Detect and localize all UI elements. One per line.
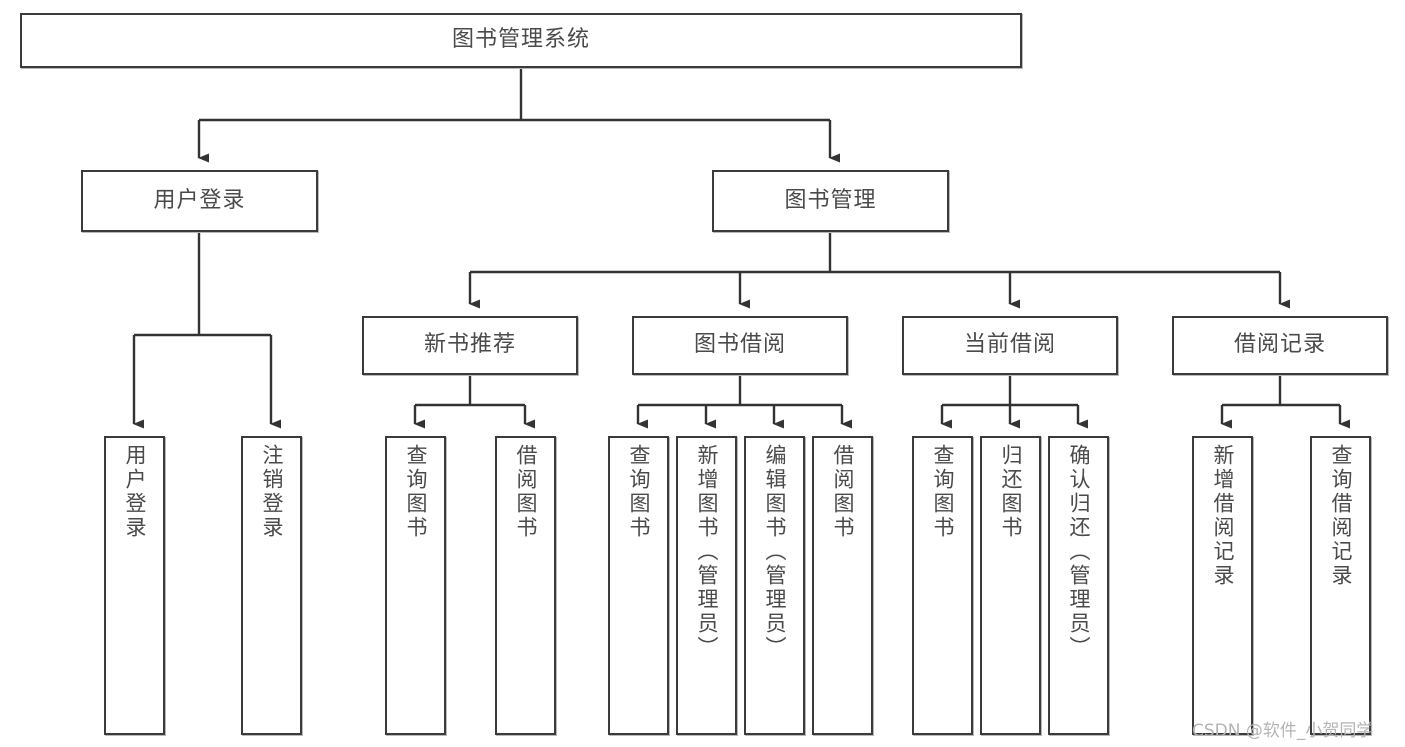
csdn-watermark: CSDN @软件_小贺同学: [1192, 721, 1374, 741]
leaf-user-login-login[interactable]: 用户登录: [104, 436, 165, 735]
node-borrow-record[interactable]: 借阅记录: [1172, 316, 1388, 375]
node-label: 图书借阅: [693, 332, 786, 358]
node-new-book-recommend[interactable]: 新书推荐: [362, 316, 578, 375]
node-label: 编辑图书（管理员）: [763, 444, 787, 660]
node-user-login[interactable]: 用户登录: [81, 170, 318, 232]
node-label: 图书管理: [784, 187, 877, 213]
node-label: 查询图书: [627, 444, 651, 540]
node-label: 用户登录: [153, 187, 246, 213]
node-current-borrow[interactable]: 当前借阅: [902, 316, 1118, 375]
node-label: 借阅图书: [831, 444, 855, 540]
leaf-book-borrow-borrow-book[interactable]: 借阅图书: [812, 436, 873, 735]
node-label: 新增图书（管理员）: [695, 444, 719, 660]
node-label: 查询图书: [404, 444, 428, 540]
leaf-current-borrow-return-book[interactable]: 归还图书: [980, 436, 1041, 735]
node-label: 归还图书: [999, 444, 1023, 540]
leaf-new-book-query-book[interactable]: 查询图书: [385, 436, 446, 735]
node-root-book-management-system[interactable]: 图书管理系统: [20, 13, 1022, 68]
leaf-borrow-record-query-record[interactable]: 查询借阅记录: [1310, 436, 1371, 735]
node-label: 用户登录: [123, 444, 147, 540]
leaf-current-borrow-query-book[interactable]: 查询图书: [912, 436, 973, 735]
node-label: 查询借阅记录: [1329, 444, 1353, 588]
node-label: 注销登录: [260, 444, 284, 540]
leaf-borrow-record-add-record[interactable]: 新增借阅记录: [1192, 436, 1253, 735]
leaf-new-book-borrow-book[interactable]: 借阅图书: [495, 436, 556, 735]
leaf-user-login-logout[interactable]: 注销登录: [241, 436, 302, 735]
node-label: 借阅记录: [1233, 332, 1326, 358]
leaf-book-borrow-add-book-admin[interactable]: 新增图书（管理员）: [676, 436, 737, 735]
node-label: 查询图书: [931, 444, 955, 540]
node-book-borrow[interactable]: 图书借阅: [632, 316, 848, 375]
node-label: 当前借阅: [963, 332, 1056, 358]
node-book-management[interactable]: 图书管理: [712, 170, 949, 232]
node-label: 新增借阅记录: [1211, 444, 1235, 588]
node-label: 确认归还（管理员）: [1067, 444, 1091, 660]
leaf-current-borrow-confirm-return-admin[interactable]: 确认归还（管理员）: [1048, 436, 1109, 735]
leaf-book-borrow-query-book[interactable]: 查询图书: [608, 436, 669, 735]
node-label: 图书管理系统: [451, 27, 590, 53]
leaf-book-borrow-edit-book-admin[interactable]: 编辑图书（管理员）: [744, 436, 805, 735]
node-label: 新书推荐: [423, 332, 516, 358]
node-label: 借阅图书: [514, 444, 538, 540]
